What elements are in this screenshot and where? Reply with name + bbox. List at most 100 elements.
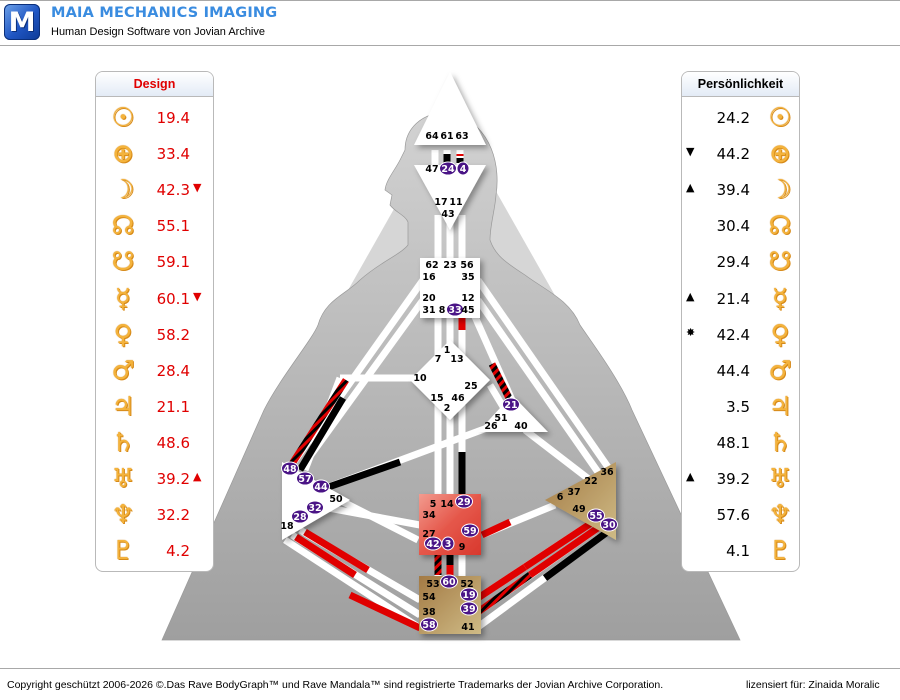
gate-47: 47 <box>425 164 438 175</box>
gate-number: 43 <box>441 209 454 220</box>
logo-letter: M <box>8 7 36 38</box>
gate-number: 58 <box>422 620 436 631</box>
gate-number: 6 <box>557 492 564 503</box>
active-gate-badge <box>460 601 478 616</box>
active-gate-badge <box>455 494 473 509</box>
active-gate-badge <box>587 508 605 523</box>
pluto-icon: ♇ <box>111 536 135 567</box>
gate-number: 22 <box>584 476 597 487</box>
gate-39-active: 39 <box>460 601 478 616</box>
gate-27: 27 <box>422 529 435 540</box>
jupiter-icon: ♃ <box>111 391 135 422</box>
gate-number: 25 <box>464 381 477 392</box>
gate-number: 54 <box>422 592 436 603</box>
planet-row: ☊55.1 <box>96 208 213 244</box>
app-subtitle: Human Design Software von Jovian Archive <box>51 26 265 38</box>
gate-32-active: 32 <box>306 500 324 515</box>
design-panel: Design ☉19.4⊕33.4☽42.3▼☊55.1☋59.1☿60.1▼♀… <box>95 71 214 572</box>
gate-12: 12 <box>461 293 474 304</box>
gate-34: 34 <box>422 510 436 521</box>
gate-line-value: 21.4 <box>716 289 750 308</box>
gate-number: 8 <box>439 305 446 316</box>
gate-50: 50 <box>329 494 343 505</box>
active-gate-badge <box>312 479 330 494</box>
gate-51: 51 <box>494 413 507 424</box>
active-gate-badge <box>461 523 479 538</box>
gate-22: 22 <box>584 476 597 487</box>
gate-number: 31 <box>422 305 435 316</box>
gate-number: 53 <box>426 579 439 590</box>
gate-number: 48 <box>283 464 297 475</box>
channel-35-36 <box>475 278 613 472</box>
gate-3-active: 3 <box>441 536 455 551</box>
south-node-icon: ☋ <box>768 247 792 278</box>
neptune-icon: ♆ <box>768 500 792 531</box>
gate-number: 40 <box>514 421 528 432</box>
gate-number: 18 <box>280 521 294 532</box>
gate-number: 17 <box>434 197 447 208</box>
active-gate-badge <box>600 517 618 532</box>
gate-57-active: 57 <box>296 471 314 486</box>
gate-7: 7 <box>435 354 442 365</box>
gate-line-value: 32.2 <box>156 506 190 525</box>
gate-29-active: 29 <box>455 494 473 509</box>
gate-line-value: 39.2 <box>156 470 190 488</box>
gate-line-value: 60.1 <box>156 289 190 308</box>
gate-38: 38 <box>422 607 436 618</box>
gate-number: 60 <box>442 577 456 588</box>
gate-number: 35 <box>461 272 474 283</box>
gate-number: 61 <box>440 131 453 142</box>
jupiter-icon: ♃ <box>768 391 792 422</box>
gate-number: 41 <box>461 622 474 633</box>
juxtaposition-icon: ✸ <box>686 325 696 339</box>
gate-21-active: 21 <box>502 397 520 412</box>
gate-number: 63 <box>455 131 468 142</box>
gate-line-value: 59.1 <box>156 253 190 272</box>
gate-60-active: 60 <box>440 574 458 589</box>
planet-row: ♆57.6 <box>682 497 799 533</box>
gate-63: 63 <box>455 131 468 142</box>
sun-icon: ☉ <box>111 103 135 133</box>
planet-row: ♇ 4.1 <box>682 533 799 569</box>
gate-19-active: 19 <box>460 587 478 602</box>
active-gate-badge <box>446 302 464 317</box>
gate-49: 49 <box>572 504 585 515</box>
gate-number: 19 <box>462 590 475 601</box>
gate-number: 7 <box>435 354 442 365</box>
gate-11: 11 <box>449 197 462 208</box>
gate-number: 49 <box>572 504 585 515</box>
gate-15: 15 <box>430 393 443 404</box>
saturn-icon: ♄ <box>768 427 792 458</box>
gate-1: 1 <box>444 345 451 356</box>
gate-line-value: 29.4 <box>716 253 750 272</box>
gate-9: 9 <box>459 542 466 553</box>
gate-line-value: 21.1 <box>156 397 190 416</box>
personality-panel: Persönlichkeit ☉24.2⊕44.2▼☽39.4▲☊30.4☋29… <box>681 71 800 572</box>
gate-58-active: 58 <box>420 617 438 632</box>
exalted-icon: ▲ <box>686 470 695 483</box>
ajna-center <box>414 165 486 230</box>
gate-25: 25 <box>464 381 477 392</box>
gate-26: 26 <box>484 421 498 432</box>
gate-number: 15 <box>430 393 443 404</box>
gate-number: 34 <box>422 510 436 521</box>
gate-28-active: 28 <box>291 509 309 524</box>
gate-18: 18 <box>280 521 294 532</box>
gate-line-value: 4.2 <box>166 542 190 561</box>
gate-17: 17 <box>434 197 447 208</box>
exalted-icon: ▲ <box>686 289 695 303</box>
active-gate-badge <box>296 471 314 486</box>
gate-number: 3 <box>445 539 452 550</box>
gate-45: 45 <box>461 305 474 316</box>
gate-line-value: 33.4 <box>156 145 190 164</box>
gate-number: 37 <box>567 487 580 498</box>
earth-icon: ⊕ <box>769 139 791 170</box>
active-gate-badge <box>460 587 478 602</box>
ego-center <box>478 395 548 432</box>
pluto-icon: ♇ <box>768 536 792 567</box>
gate-number: 23 <box>443 260 456 271</box>
gate-line-value: 4.1 <box>726 542 750 561</box>
planet-row: ☋ 29.4 <box>682 244 799 280</box>
venus-icon: ♀ <box>770 319 790 350</box>
